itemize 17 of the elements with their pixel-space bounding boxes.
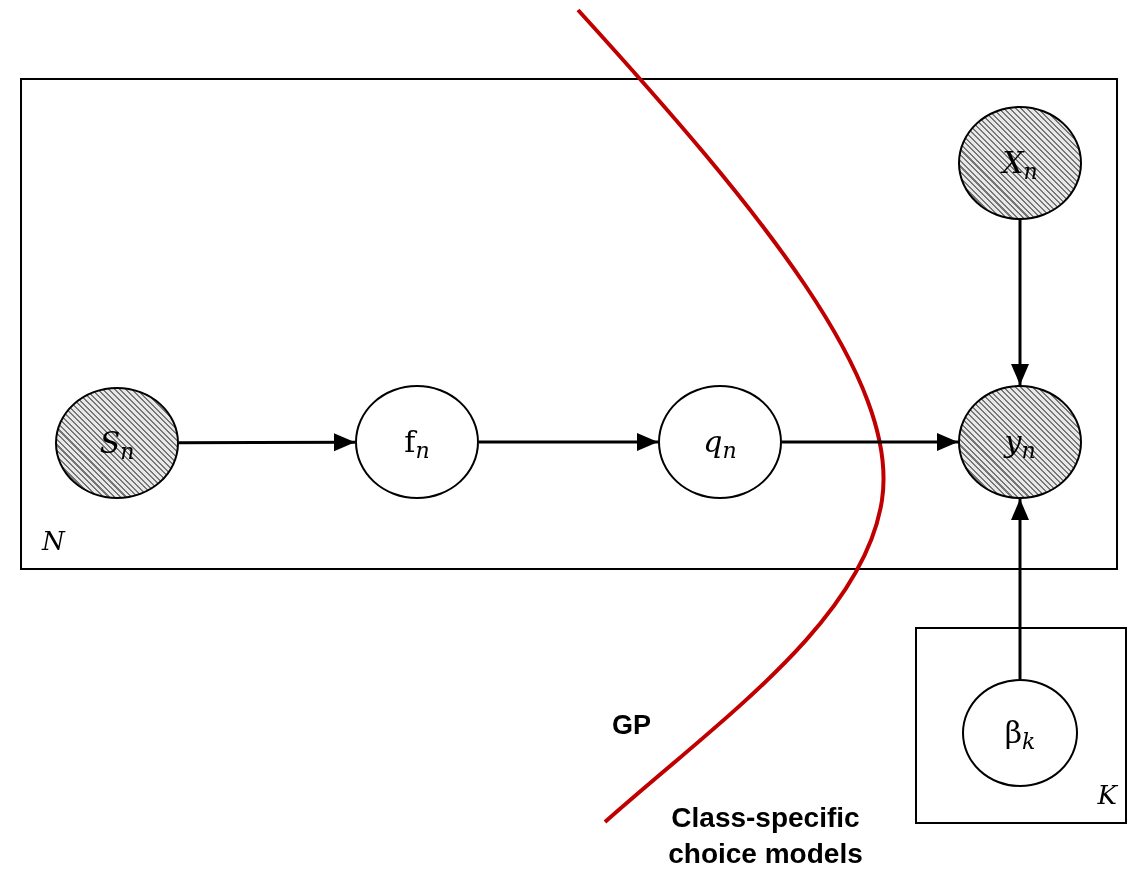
variable-label: y$_{n}$ [1004, 427, 1036, 457]
plate-label: N [42, 528, 65, 554]
variable-label: q$_{n}$ [703, 427, 737, 457]
plate-box [915, 627, 1127, 824]
arrow [179, 433, 355, 452]
variable-label: f$_{n}$ [404, 427, 430, 457]
region-label: GP [612, 709, 651, 742]
variable-label: β$_{k}$ [1004, 718, 1036, 748]
region-label: Class-specific choice models [667, 801, 864, 871]
variable-label: X$_{n}$ [1002, 148, 1038, 178]
variable-label: S$_{n}$ [99, 428, 135, 458]
arrow [479, 433, 658, 451]
plate-label: K [1097, 782, 1117, 808]
arrow [1011, 220, 1029, 385]
plate-box [20, 78, 1118, 570]
arrow [1011, 499, 1029, 679]
arrow [782, 433, 958, 451]
